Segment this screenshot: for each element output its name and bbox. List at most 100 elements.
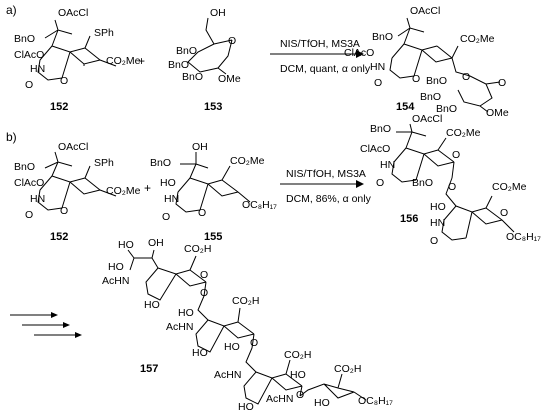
link-o-1: O [200,287,208,299]
carbonyl-o: O [25,79,33,91]
carbonyl-o: O [25,209,33,221]
compound-number: 155 [204,231,222,243]
achn-group-3: AcHN [214,369,241,381]
ester-group: CO₂Me [106,55,141,67]
co2h-group-1: CO₂H [184,243,211,255]
achn-group-1: AcHN [102,275,129,287]
hn-group: HN [30,63,45,75]
bno-group-2: BnO [168,59,189,71]
bno-group-1: BnO [426,75,447,87]
ester-group: CO₂Me [106,185,141,197]
clacon-group: ClAcO [344,47,374,59]
sph-group: SPh [94,157,114,169]
compound-number: 157 [140,363,158,375]
multi-step-arrows [10,312,82,338]
carbonyl-o: O [374,77,382,89]
ho-group-4: HO [178,307,194,319]
bno-group-3: BnO [182,71,203,83]
ester-group: CO₂Me [230,155,265,167]
ring-o-1: O [452,149,460,161]
oacl-group: OAcCl [58,141,88,153]
ring-o-2: O [500,207,508,219]
bno-group: BnO [370,123,391,135]
compound-156: BnO OAcCl CO₂Me ClAcO HN O O BnO O HO HN… [360,113,541,247]
bno-group: BnO [14,161,35,173]
ho-group-1: HO [118,239,134,251]
link-o: O [448,181,456,193]
oh-group: OH [192,141,208,153]
conditions-below: DCM, quant, α only [280,63,371,75]
ome-group: OMe [486,107,509,119]
ring-o-oxazolidinone: O [198,207,206,219]
carbonyl-o: O [162,211,170,223]
link-o-3: O [296,389,304,401]
clacon-group: ClAcO [14,49,44,61]
sph-group: SPh [94,27,114,39]
bno-group: BnO [14,33,35,45]
ester-group: CO₂Me [460,33,495,45]
bno-group-2: BnO [420,91,441,103]
co2h-group-2: CO₂H [232,295,259,307]
compound-number: 156 [400,213,418,225]
hn-group: HN [370,61,385,73]
ring-o-1: O [200,269,208,281]
bno-group: BnO [372,31,393,43]
ring-o-oxazolidinone: O [412,73,420,85]
achn-group-4: AcHN [266,393,293,405]
oacl-group: OAcCl [58,7,88,19]
oh-group-1: OH [148,237,164,249]
bno-group-1: BnO [176,45,197,57]
co2h-group-4: CO₂H [334,363,361,375]
compound-number: 152 [50,101,68,113]
oacl-group: OAcCl [412,113,442,125]
co2h-group-3: CO₂H [284,349,311,361]
ring-o-oxazolidinone: O [60,75,68,87]
bno-group-2: BnO [412,177,433,189]
compound-155: OH BnO HO HN O O CO₂Me OC₈H₁₇ 155 [150,141,277,243]
compound-number: 154 [396,101,415,113]
conditions-below: DCM, 86%, α only [286,193,372,205]
ester-group: CO₂Me [446,127,481,139]
bno-group-3: BnO [436,103,457,115]
compound-157: HO OH CO₂H HO AcHN O HO O HO CO₂H AcHN H… [102,237,393,411]
oc8-group: OC₈H₁₇ [358,395,393,407]
compound-number: 152 [50,231,68,243]
compound-153: OH O BnO BnO BnO OMe 153 [168,7,241,113]
panel-b-label: b) [6,130,17,144]
clacon-group: ClAcO [360,143,390,155]
plus-sign: + [144,181,151,195]
ho-group-9: HO [314,397,330,409]
ho-group-3: HO [144,299,160,311]
hn-group: HN [380,159,395,171]
ring-o: O [498,77,506,89]
ho-group: HO [430,201,446,213]
ring-o-oxazolidinone: O [60,205,68,217]
hn-group: HN [164,193,179,205]
reaction-arrow-b: NIS/TfOH, MS3A DCM, 86%, α only [280,168,372,205]
ho-group-2: HO [108,261,124,273]
achn-group-2: AcHN [166,321,193,333]
compound-154: OAcCl BnO ClAcO HN O O CO₂Me O O BnO BnO… [344,5,509,119]
reaction-arrow-a: NIS/TfOH, MS3A DCM, quant, α only [270,38,371,75]
bno-group: BnO [150,157,171,169]
plus-sign: + [138,54,145,68]
ho-group-7: HO [238,401,254,411]
oh-group: OH [210,7,226,19]
ester-group-2: CO₂Me [492,181,527,193]
hn-group-2: HN [430,217,445,229]
link-o-2: O [250,337,258,349]
oacl-group: OAcCl [410,5,440,17]
clacon-group: ClAcO [14,177,44,189]
hn-group: HN [30,193,45,205]
carbonyl-o: O [376,177,384,189]
conditions-above: NIS/TfOH, MS3A [280,38,360,50]
compound-152-b: OAcCl BnO ClAcO HN O O SPh CO₂Me 152 [14,141,141,243]
panel-a-label: a) [6,3,17,17]
ring-o: O [228,35,236,47]
ome-group: OMe [218,73,241,85]
carbonyl-o-2: O [430,235,438,247]
conditions-above: NIS/TfOH, MS3A [286,168,366,180]
ho-group-8: HO [290,369,306,381]
compound-152-a: OAcCl BnO ClAcO HN O O SPh CO₂Me 152 [14,7,141,113]
